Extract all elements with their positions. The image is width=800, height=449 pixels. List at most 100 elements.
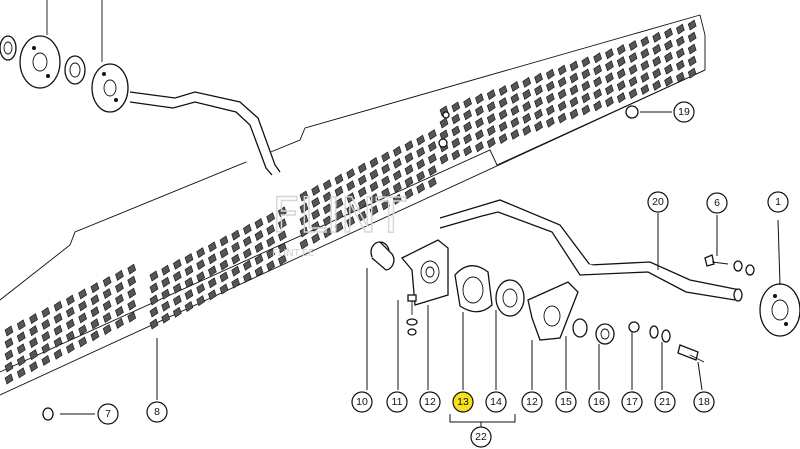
- walker-tooth: [16, 319, 26, 331]
- walker-tooth: [254, 218, 264, 229]
- walker-tooth: [557, 88, 567, 100]
- walker-tooth: [219, 259, 229, 271]
- walker-tooth: [53, 300, 63, 312]
- walker-tooth: [369, 181, 379, 192]
- walker-tooth: [640, 47, 650, 59]
- crankshaft-lower: [439, 199, 743, 302]
- walker-tooth: [266, 212, 276, 224]
- nut-icon: [595, 323, 615, 345]
- walker-tooth: [184, 265, 194, 276]
- washer-icon: [649, 325, 659, 339]
- walker-tooth: [161, 264, 171, 276]
- callout-10: 10: [351, 391, 373, 413]
- walker-tooth: [16, 367, 26, 379]
- walker-tooth: [546, 68, 555, 80]
- walker-tooth: [392, 193, 402, 205]
- walker-tooth: [381, 151, 391, 163]
- walker-tooth: [90, 294, 100, 306]
- walker-tooth: [231, 241, 241, 253]
- walker-tooth: [322, 203, 332, 215]
- callout-19: 19: [673, 101, 695, 123]
- washer-icon: [661, 329, 671, 343]
- callouts: 1 6 7 8 10 11 12 13 14 12 15 16 17 21 18…: [97, 101, 789, 448]
- walker-tooth: [463, 145, 472, 157]
- walker-tooth: [687, 55, 697, 67]
- walker-tooth: [254, 254, 264, 265]
- walker-tooth: [392, 157, 402, 169]
- walker-tooth: [404, 140, 414, 152]
- walker-tooth: [16, 355, 26, 367]
- walker-tooth: [299, 214, 309, 226]
- walker-tooth: [29, 361, 38, 373]
- walker-tooth: [184, 289, 194, 300]
- walker-tooth: [381, 187, 391, 199]
- walker-tooth: [266, 260, 276, 272]
- bushing-icon: [370, 241, 395, 271]
- walker-tooth: [161, 300, 171, 312]
- walker-tooth: [127, 287, 137, 299]
- walker-tooth: [277, 206, 287, 218]
- walker-tooth: [381, 175, 391, 187]
- walker-tooth: [115, 317, 124, 329]
- walker-tooth: [311, 208, 321, 220]
- walker-tooth: [486, 101, 496, 113]
- walker-tooth: [498, 121, 508, 133]
- bolt-icon: [438, 138, 448, 148]
- walker-tooth: [127, 311, 137, 323]
- walker-tooth: [676, 71, 685, 83]
- walker-tooth: [78, 324, 87, 336]
- walker-tooth: [404, 164, 414, 176]
- walker-tooth: [676, 35, 685, 47]
- walker-tooth: [616, 44, 626, 56]
- straw-walker: [0, 14, 706, 396]
- walker-tooth: [66, 318, 75, 330]
- svg-text:15: 15: [560, 396, 572, 408]
- walker-tooth: [357, 186, 367, 198]
- walker-tooth: [498, 133, 508, 145]
- walker-tooth: [640, 83, 650, 95]
- walker-tooth: [687, 31, 697, 43]
- walker-tooth: [369, 157, 379, 168]
- walker-tooth: [29, 337, 38, 349]
- walker-tooth: [196, 271, 206, 283]
- walker-tooth: [4, 361, 14, 373]
- callout-12b: 12: [521, 391, 543, 413]
- walker-tooth: [569, 84, 579, 96]
- walker-tooth: [475, 141, 484, 153]
- walker-tooth: [652, 31, 662, 43]
- walker-tooth: [628, 88, 638, 100]
- walker-tooth: [522, 112, 532, 124]
- walker-tooth: [311, 232, 321, 244]
- walker-tooth: [369, 193, 379, 204]
- walker-tooth: [605, 72, 614, 84]
- walker-tooth: [334, 209, 344, 221]
- walker-tooth: [127, 299, 137, 311]
- walker-tooth: [522, 124, 532, 136]
- walker-tooth: [66, 294, 75, 306]
- walker-tooth: [29, 325, 38, 337]
- walker-tooth: [16, 343, 26, 355]
- walker-tooth: [115, 293, 124, 305]
- walker-tooth: [416, 170, 426, 182]
- walker-tooth: [664, 39, 673, 51]
- callout-11: 11: [386, 391, 408, 413]
- walker-tooth: [569, 72, 579, 84]
- walker-tooth: [557, 64, 567, 76]
- walker-tooth: [557, 76, 567, 88]
- walker-tooth: [299, 238, 309, 250]
- walker-tooth: [605, 60, 614, 72]
- walker-tooth: [687, 43, 697, 55]
- callout-13: 13: [452, 391, 474, 413]
- walker-tooth: [392, 145, 402, 157]
- svg-text:10: 10: [356, 396, 368, 408]
- walker-tooth: [593, 88, 602, 100]
- walker-tooth: [219, 235, 229, 247]
- walker-tooth: [90, 318, 100, 330]
- walker-tooth: [640, 71, 650, 83]
- walker-tooth: [486, 113, 496, 125]
- walker-tooth: [322, 227, 332, 239]
- walker-tooth: [546, 104, 555, 116]
- walker-tooth: [628, 52, 638, 64]
- walker-tooth: [664, 63, 673, 75]
